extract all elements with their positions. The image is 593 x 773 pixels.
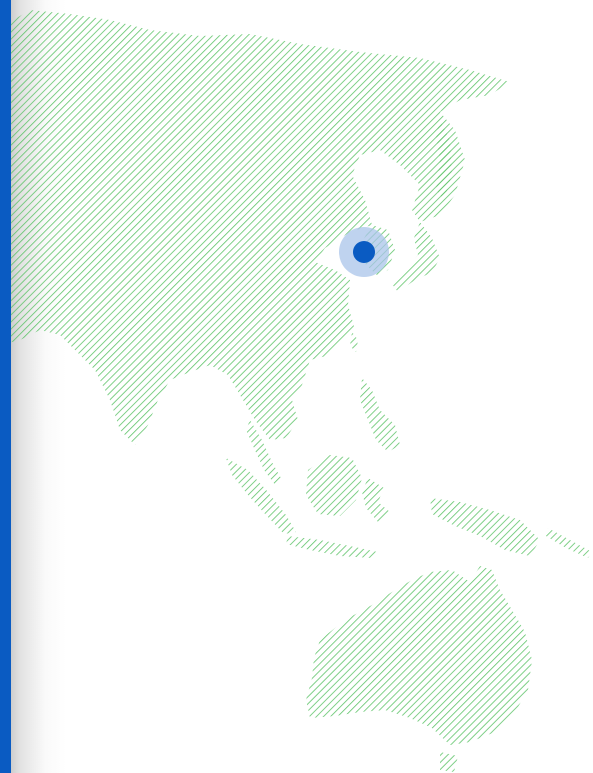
sidebar-edge[interactable] (0, 0, 11, 773)
landmass-taiwan (350, 332, 358, 352)
location-pin-icon[interactable] (339, 227, 389, 277)
landmass-sakhalin (436, 120, 452, 200)
landmass-malay-peninsula (246, 420, 282, 486)
landmass-borneo (306, 455, 362, 516)
landmass-philippines (360, 378, 400, 452)
landmass-java (286, 536, 378, 558)
landmass-japan (392, 222, 440, 292)
landmass-tasmania (440, 752, 458, 772)
landmass-australia (306, 566, 532, 745)
location-marker-dot[interactable] (353, 241, 375, 263)
landmass-sulawesi (362, 478, 390, 522)
landmass-new-guinea (430, 498, 540, 556)
landmass-asia (0, 10, 510, 445)
landmass-sumatra (226, 458, 296, 534)
landmass-solomon-islands (546, 528, 592, 558)
